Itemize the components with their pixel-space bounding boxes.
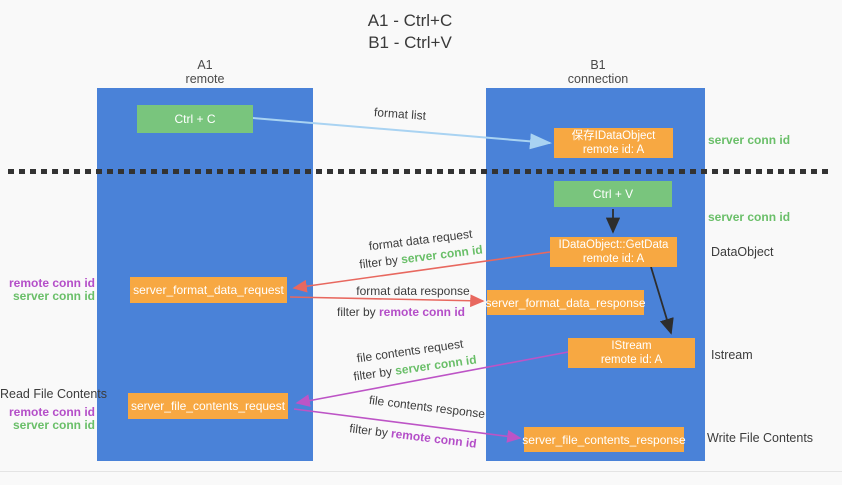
annotation-write-file-contents: Write File Contents [707,431,814,445]
node-server-file-contents-request-label: server_file_contents_request [130,399,286,413]
annotation-remote-conn-id: remote conn id [8,405,95,419]
title-line-1: A1 - Ctrl+C [367,11,453,30]
node-ctrl-c: Ctrl + C [137,105,253,133]
annotation-server-conn-id: server conn id [12,418,95,432]
edge-filter-format-data-response: filter by remote conn id [321,305,481,319]
dotted-separator [8,169,830,174]
filter-by-text: filter by [358,252,402,272]
node-ctrl-c-label: Ctrl + C [174,112,216,126]
node-server-file-contents-response-label: server_file_contents_response [522,432,686,447]
annotation-left-mid: remote conn id server conn id [0,277,95,303]
annotation-server-conn-id: server conn id [12,289,95,303]
lifeline-b1-name: B1 [590,58,606,72]
filter-by-text: filter by [348,421,393,441]
node-ctrl-v-label: Ctrl + V [592,187,634,201]
node-server-file-contents-response: server_file_contents_response [522,427,686,452]
node-server-file-contents-request: server_file_contents_request [128,393,288,419]
annotation-server-conn-id-top: server conn id [708,133,791,147]
node-istream-line2: remote id: A [600,354,663,366]
filter-remote-conn-id: remote conn id [379,305,466,319]
lifeline-header-a1: A1 remote [155,58,255,86]
annotation-istream: Istream [711,348,753,362]
filter-by-text: filter by [336,305,379,319]
edge-label-format-data-response: format data response [356,284,470,298]
lifeline-header-b1: B1 connection [548,58,648,86]
lifeline-a1-role: remote [185,72,225,86]
node-server-format-data-request: server_format_data_request [130,277,287,303]
edge-filter-file-contents-response: filter by remote conn id [328,419,498,454]
annotation-remote-conn-id: remote conn id [8,276,95,290]
node-server-format-data-request-label: server_format_data_request [133,283,284,297]
bottom-divider [0,471,842,472]
annotation-left-bottom: remote conn id server conn id [0,406,95,432]
edge-label-format-list: format list [373,105,427,123]
annotation-read-file-contents: Read File Contents [0,387,108,401]
lifeline-b1-role: connection [567,72,629,86]
node-ctrl-v: Ctrl + V [554,181,672,207]
node-save-idataobject: 保存IDataObject remote id: A [554,128,673,158]
node-save-idataobject-line2: remote id: A [582,144,645,156]
lifeline-a1-name: A1 [197,58,213,72]
node-idataobject-getdata: IDataObject::GetData remote id: A [550,237,677,267]
title-line-2: B1 - Ctrl+V [368,33,452,52]
node-server-format-data-response: server_format_data_response [485,290,646,315]
edge-label-file-contents-response: file contents response [368,392,486,422]
node-idataobject-getdata-line1: IDataObject::GetData [558,239,669,251]
annotation-dataobject: DataObject [711,245,774,259]
diagram-title: A1 - Ctrl+C B1 - Ctrl+V [300,10,520,54]
node-istream: IStream remote id: A [568,338,695,368]
filter-by-text: filter by [352,363,397,384]
node-server-format-data-response-label: server_format_data_response [485,295,646,310]
node-istream-line1: IStream [611,340,652,352]
node-save-idataobject-line1: 保存IDataObject [571,130,656,142]
filter-remote-conn-id: remote conn id [390,426,478,451]
node-idataobject-getdata-line2: remote id: A [582,253,645,265]
annotation-server-conn-id-mid: server conn id [708,210,791,224]
